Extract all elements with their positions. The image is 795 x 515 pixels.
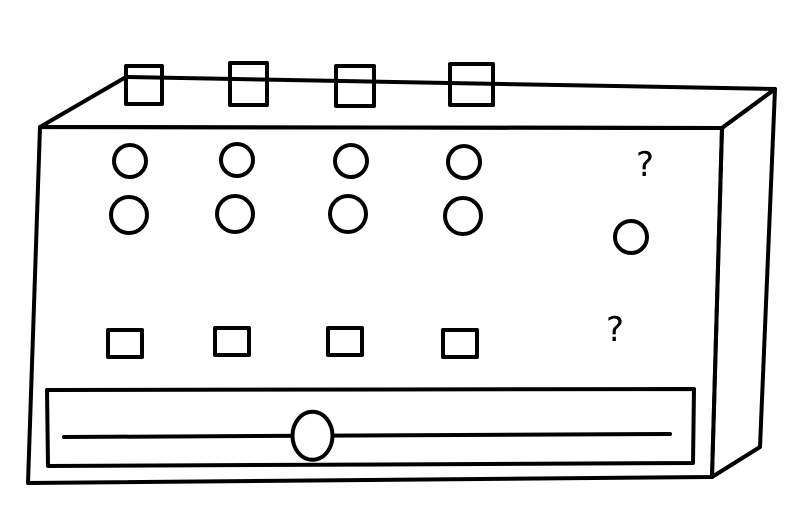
knob-upper-1[interactable] [112,143,148,179]
knob-lower-4[interactable] [443,196,483,236]
small-button-3[interactable] [326,326,364,357]
question-mark-lower: ? [606,310,624,350]
knob-side[interactable] [613,219,649,255]
slider-track[interactable] [62,432,672,439]
slider-handle[interactable] [290,409,335,462]
device-side-face [710,87,777,479]
question-mark-upper: ? [636,145,654,185]
knob-upper-3[interactable] [333,143,369,179]
knob-lower-3[interactable] [328,194,368,234]
knob-upper-2[interactable] [219,142,255,178]
small-button-2[interactable] [213,326,251,357]
top-button-3[interactable] [334,64,376,108]
top-button-2[interactable] [228,61,269,107]
knob-lower-2[interactable] [215,194,255,234]
small-button-1[interactable] [106,328,144,359]
top-button-1[interactable] [124,64,164,106]
small-button-4[interactable] [441,328,479,359]
knob-upper-4[interactable] [446,144,482,180]
knob-lower-1[interactable] [109,195,149,235]
top-button-4[interactable] [448,62,495,107]
device-front-panel [26,125,724,485]
slider-frame [45,387,696,468]
